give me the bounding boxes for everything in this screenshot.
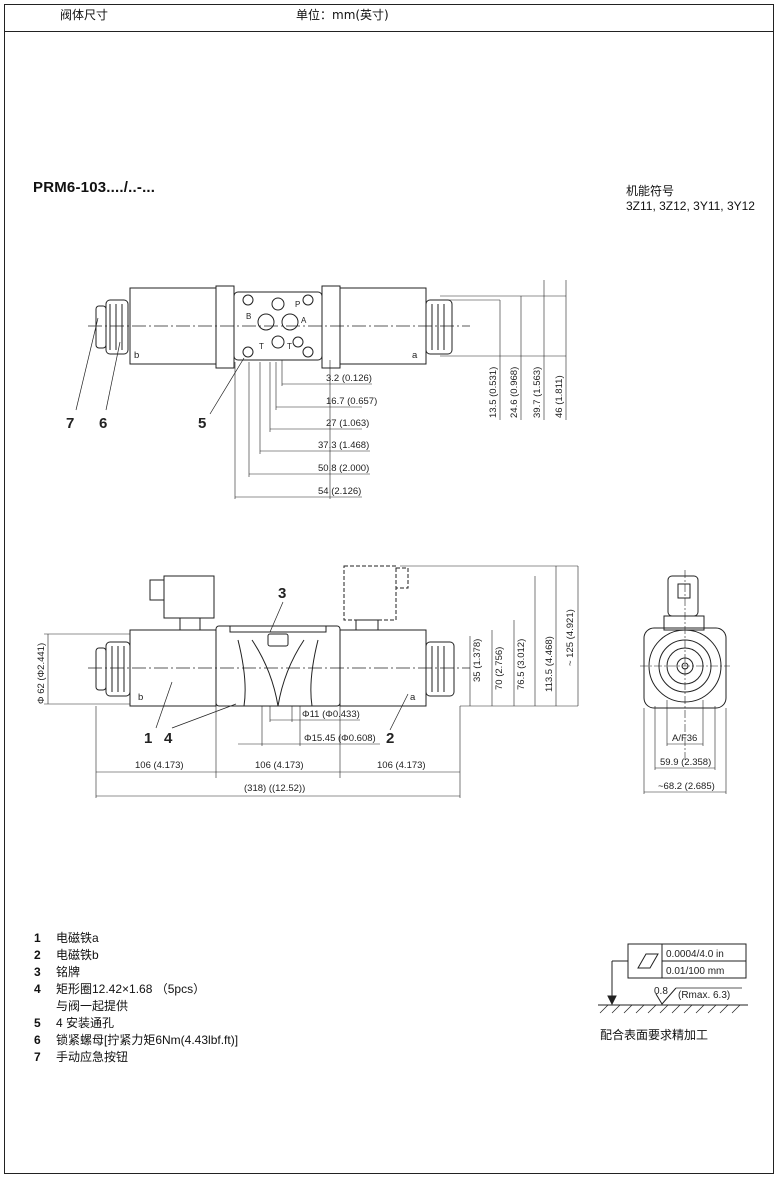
port-letter-t1: T	[259, 342, 264, 351]
header-units: 单位：mm(英寸)	[296, 8, 389, 22]
dim-106-left: 106 (4.173)	[135, 760, 184, 771]
top-view	[75, 280, 567, 499]
callout-6: 6	[99, 415, 107, 432]
dim-35: 35 (1.378)	[472, 639, 483, 682]
function-label: 机能符号	[626, 184, 675, 198]
port-letter-t2: T	[287, 342, 292, 351]
dim-70: 70 (2.756)	[494, 647, 505, 690]
header-title: 阀体尺寸	[60, 8, 109, 22]
port-letter-b: B	[246, 312, 251, 321]
top-mark-b: b	[134, 350, 139, 361]
lock-nut-right	[425, 299, 453, 355]
legend-item: 5 4 安装通孔	[34, 1016, 115, 1030]
dim-68-2: ~68.2 (2.685)	[658, 781, 715, 792]
callout-1: 1	[144, 730, 152, 747]
front-mark-a: a	[410, 692, 416, 703]
dim-dia-11: Φ11 (Φ0.433)	[302, 709, 360, 720]
dim-125: ~ 125 (4.921)	[565, 609, 576, 666]
callout-5: 5	[198, 415, 206, 432]
flatness-inch: 0.0004/4.0 in	[666, 949, 724, 960]
dim-46: 46 (1.811)	[554, 375, 565, 418]
surface-finish-note: 配合表面要求精加工	[600, 1028, 709, 1042]
port-letter-p: P	[295, 300, 300, 309]
dim-24-6: 24.6 (0.968)	[509, 367, 520, 418]
dim-106-right: 106 (4.173)	[377, 760, 426, 771]
callout-4: 4	[164, 730, 173, 747]
header-divider	[4, 31, 774, 32]
callout-7: 7	[66, 415, 74, 432]
valve-body-front	[215, 625, 341, 707]
side-connector	[667, 575, 699, 617]
dim-113-5: 113.5 (4.468)	[544, 636, 555, 692]
function-codes: 3Z11, 3Z12, 3Y11, 3Y12	[626, 199, 755, 213]
dim-37-3: 37.3 (1.468)	[318, 440, 369, 451]
connector-left	[163, 575, 215, 619]
dim-dia-62: Φ 62 (Φ2.441)	[36, 643, 47, 704]
emergency-button-left	[95, 305, 107, 349]
port-letter-a: A	[301, 316, 307, 325]
connector-right	[343, 565, 397, 621]
dim-overall-318: (318) ((12.52))	[244, 783, 305, 794]
surface-finish-symbol	[598, 943, 748, 1014]
dim-16-7: 16.7 (0.657)	[326, 396, 377, 407]
callout-3: 3	[278, 585, 286, 602]
dim-106-mid: 106 (4.173)	[255, 760, 304, 771]
dim-dia-15-45: Φ15.45 (Φ0.608)	[304, 733, 376, 744]
dim-3-2: 3.2 (0.126)	[326, 373, 372, 384]
dim-39-7: 39.7 (1.563)	[532, 367, 543, 418]
roughness-value: 0.8	[654, 986, 668, 997]
front-mark-b: b	[138, 692, 143, 703]
dim-50-8: 50.8 (2.000)	[318, 463, 369, 474]
drawing-frame	[4, 4, 774, 1174]
dim-76-5: 76.5 (3.012)	[516, 639, 527, 690]
dim-af36: A/F36	[672, 733, 697, 744]
dim-13-5: 13.5 (0.531)	[488, 367, 499, 418]
dim-59-9: 59.9 (2.358)	[660, 757, 711, 768]
flatness-mm: 0.01/100 mm	[666, 966, 724, 977]
nameplate	[267, 633, 289, 647]
roughness-max: (Rmax. 6.3)	[678, 990, 730, 1001]
callout-2: 2	[386, 730, 394, 747]
side-view	[640, 570, 730, 794]
lock-nut-left	[105, 299, 129, 355]
legend-item: 与阀一起提供	[56, 999, 129, 1013]
dim-27: 27 (1.063)	[326, 418, 369, 429]
top-mark-a: a	[412, 350, 418, 361]
dim-54: 54 (2.126)	[318, 486, 361, 497]
front-view	[44, 565, 579, 798]
model-code: PRM6-103..../..-...	[33, 179, 156, 196]
